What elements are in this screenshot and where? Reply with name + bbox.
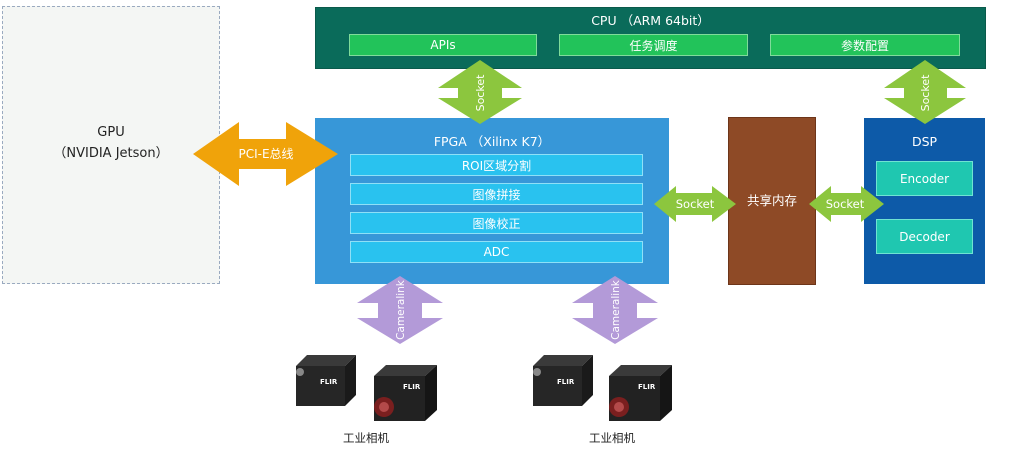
socket-cpu-dsp-label: Socket: [919, 74, 932, 112]
camera-left-back-brand: FLIR: [320, 378, 338, 386]
fpga-title: FPGA （Xilinx K7）: [433, 133, 551, 149]
camera-right-back-brand: FLIR: [557, 378, 575, 386]
fpga-module-adc: ADC: [350, 241, 643, 263]
cpu-box: CPU （ARM 64bit） APIs 任务调度 参数配置: [315, 7, 986, 69]
cameralink-left-label: Cameralink: [395, 279, 407, 340]
cpu-module-parameter-config: 参数配置: [770, 34, 960, 56]
camera-left-front-brand: FLIR: [403, 383, 421, 391]
socket-memory-dsp-label: Socket: [826, 197, 865, 211]
fpga-box: FPGA （Xilinx K7） ROI区域分割 图像拼接 图像校正 ADC: [315, 118, 669, 284]
shared-memory-box: 共享内存: [728, 117, 816, 285]
gpu-title: GPU: [97, 124, 125, 140]
gpu-box: GPU （NVIDIA Jetson）: [2, 6, 220, 284]
camera-right-front-brand: FLIR: [638, 383, 656, 391]
dsp-module-decoder: Decoder: [876, 219, 973, 254]
cameralink-right-label: Cameralink: [610, 279, 622, 340]
cpu-title: CPU （ARM 64bit）: [591, 12, 710, 28]
camera-left-label: 工业相机: [343, 431, 389, 445]
shared-memory-label: 共享内存: [746, 192, 797, 208]
fpga-module-stitching: 图像拼接: [350, 183, 643, 205]
socket-cpu-fpga-label: Socket: [474, 74, 487, 112]
gpu-subtitle: （NVIDIA Jetson）: [53, 145, 169, 161]
cpu-module-task-scheduling: 任务调度: [559, 34, 748, 56]
dsp-box: DSP Encoder Decoder: [864, 118, 985, 284]
dsp-module-encoder: Encoder: [876, 161, 973, 196]
pcie-label: PCI-E总线: [238, 147, 293, 161]
dsp-title: DSP: [911, 133, 938, 149]
camera-right-label: 工业相机: [589, 431, 635, 445]
fpga-module-correction: 图像校正: [350, 212, 643, 234]
cpu-module-apis: APIs: [349, 34, 537, 56]
socket-fpga-memory-label: Socket: [676, 197, 715, 211]
fpga-module-roi: ROI区域分割: [350, 154, 643, 176]
